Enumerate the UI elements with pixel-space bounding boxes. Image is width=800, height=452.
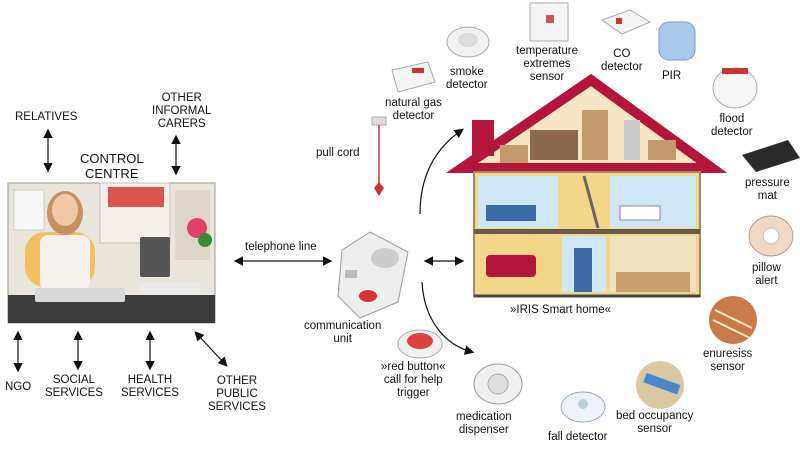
temperature-sensor-label: temperature extremes sensor: [516, 45, 579, 83]
red-button-icon: [397, 329, 443, 359]
other-public-services-label: OTHER PUBLIC SERVICES: [208, 375, 266, 413]
control-centre-label: CONTROL CENTRE: [80, 151, 144, 181]
bed-occupancy-icon: [636, 361, 684, 409]
gas-detector-icon: [391, 61, 436, 93]
medication-dispenser-label: medication dispenser: [456, 411, 512, 436]
pressure-mat-icon: [742, 140, 800, 172]
pull-cord-icon: [371, 116, 387, 196]
red-button-label: »red button« call for help trigger: [381, 361, 446, 399]
co-detector-label: CO detector: [601, 48, 643, 73]
telephone-line-label: telephone line: [245, 241, 317, 253]
communication-unit-icon: [337, 231, 409, 319]
smoke-detector-icon: [446, 26, 490, 58]
control-centre-photo: [7, 182, 216, 324]
pull-cord-label: pull cord: [316, 147, 360, 159]
fall-detector-icon: [560, 391, 606, 423]
relatives-label: RELATIVES: [15, 111, 78, 123]
bed-occupancy-label: bed occupancy sensor: [616, 410, 694, 435]
temperature-sensor-icon: [529, 2, 569, 42]
smoke-detector-label: smoke detector: [446, 66, 488, 91]
communication-unit-label: communication unit: [304, 320, 382, 345]
house-icon: [445, 73, 728, 298]
pillow-alert-label: pillow alert: [752, 262, 781, 287]
natural-gas-detector-label: natural gas detector: [385, 97, 442, 122]
health-services-label: HEALTH SERVICES: [121, 374, 179, 399]
pir-label: PIR: [662, 70, 682, 82]
pressure-mat-label: pressure mat: [745, 177, 790, 202]
enuresis-sensor-label: enuresiss sensor: [703, 348, 753, 373]
other-informal-carers-label: OTHER INFORMAL CARERS: [152, 92, 212, 130]
co-detector-icon: [600, 9, 652, 35]
control-arrows: [13, 128, 475, 373]
social-services-label: SOCIAL SERVICES: [45, 374, 103, 399]
flood-detector-icon: [712, 67, 758, 109]
enuresis-sensor-icon: [709, 296, 757, 344]
pillow-alert-icon: [748, 215, 794, 257]
pir-icon: [658, 21, 696, 61]
ngo-label: NGO: [5, 381, 32, 393]
flood-detector-label: flood detector: [711, 113, 753, 138]
fall-detector-label: fall detector: [548, 431, 608, 443]
iris-smart-home-label: »IRIS Smart home«: [510, 304, 611, 316]
medication-dispenser-icon: [473, 363, 523, 405]
